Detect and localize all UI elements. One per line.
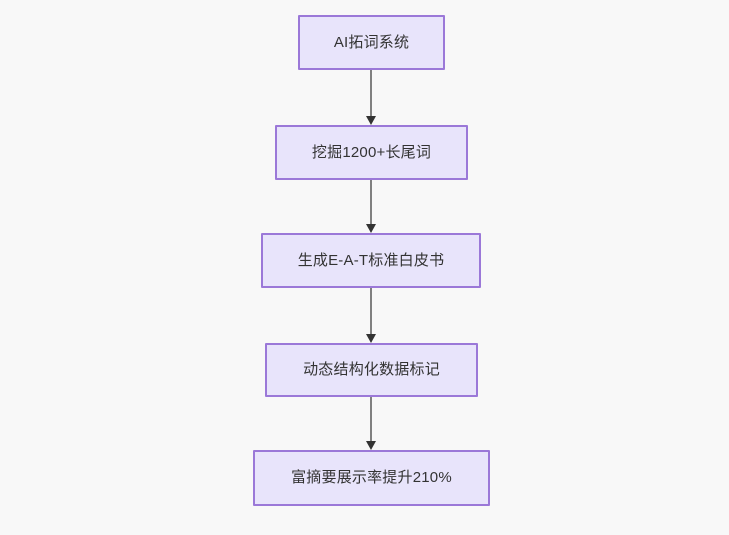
flowchart-node-3-label: 生成E-A-T标准白皮书 — [297, 251, 445, 269]
flowchart-arrow-4 — [366, 397, 376, 450]
flowchart-node-2[interactable]: 挖掘1200+长尾词 — [275, 125, 468, 180]
flowchart-node-5-label: 富摘要展示率提升210% — [291, 469, 452, 486]
flowchart-node-1-label: AI拓词系统 — [333, 33, 410, 51]
flowchart-node-4[interactable]: 动态结构化数据标记 — [265, 343, 478, 397]
flowchart-arrow-3 — [366, 288, 376, 343]
flowchart-arrow-2 — [366, 180, 376, 233]
flowchart-node-4-label: 动态结构化数据标记 — [303, 361, 440, 378]
flowchart-node-1[interactable]: AI拓词系统 — [298, 15, 445, 70]
flowchart-arrow-1 — [366, 70, 376, 125]
flowchart-node-3[interactable]: 生成E-A-T标准白皮书 — [261, 233, 481, 288]
flowchart-node-5[interactable]: 富摘要展示率提升210% — [253, 450, 490, 506]
flowchart-node-2-label: 挖掘1200+长尾词 — [311, 143, 432, 161]
